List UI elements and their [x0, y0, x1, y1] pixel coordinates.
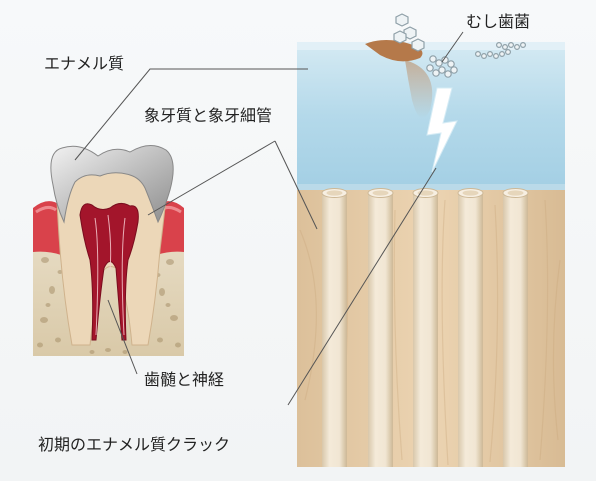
- bone-pores: [37, 257, 181, 354]
- tooth-illustration: [33, 145, 184, 356]
- leader-dentin-tooth: [147, 140, 276, 216]
- label-crack: 初期のエナメル質クラック: [38, 435, 231, 454]
- caries-stain-fade: [405, 60, 433, 118]
- label-dentin: 象牙質と象牙細管: [144, 106, 273, 125]
- dentinal-tubule: [321, 188, 348, 467]
- dentinal-tubules: [321, 188, 529, 467]
- lightning-bolt-icon: [426, 87, 458, 173]
- leader-crack: [287, 167, 437, 406]
- caries-stain: [365, 40, 423, 62]
- leader-dentin-block: [274, 140, 318, 230]
- tooth-pulp: [79, 202, 139, 341]
- dentinal-tubule: [457, 188, 484, 467]
- cross-section-block: [297, 13, 565, 467]
- dentinal-tubule: [412, 188, 439, 467]
- tooth-enamel-crown: [50, 145, 174, 224]
- dentinal-tubule: [367, 188, 394, 467]
- label-bacteria: むし歯菌: [466, 12, 531, 31]
- leader-lines: [74, 31, 464, 406]
- leader-pulp: [107, 299, 138, 375]
- dentinal-tubule: [502, 188, 529, 467]
- leader-bacteria: [441, 31, 464, 63]
- enamel-dentin-boundary: [297, 184, 565, 190]
- leader-enamel: [74, 68, 308, 161]
- label-pulp: 歯髄と神経: [144, 370, 225, 389]
- label-enamel: エナメル質: [44, 54, 125, 73]
- enamel-top-edge: [297, 42, 565, 50]
- gum-highlight-left: [35, 205, 57, 214]
- nerve-lines: [94, 214, 126, 336]
- bacteria-icon: [393, 13, 526, 78]
